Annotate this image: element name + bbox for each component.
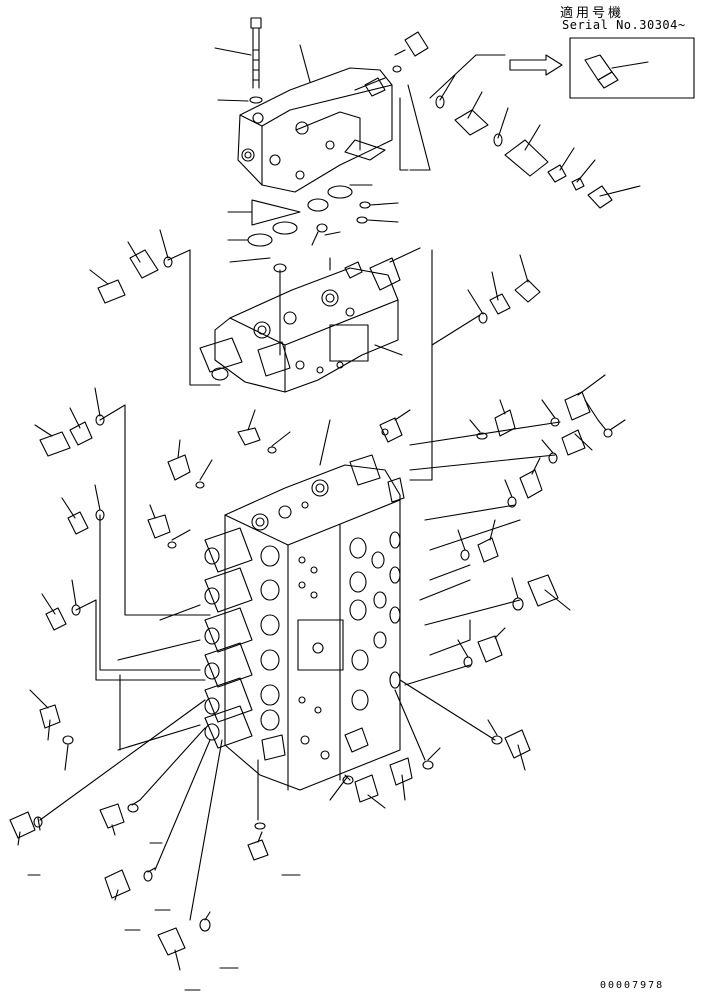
middle-valve-block xyxy=(199,247,421,393)
spool-caps xyxy=(204,527,280,749)
drawing-code: 00007978 xyxy=(600,980,665,991)
right-face-details xyxy=(261,454,405,761)
serial-inset xyxy=(429,37,695,99)
main-valve-block xyxy=(204,419,405,791)
arrow-right-icon xyxy=(509,54,563,76)
seals-upper xyxy=(227,184,399,273)
serial-number-label: Serial No.30304~ xyxy=(562,18,686,32)
leader-lines xyxy=(39,97,561,921)
long-bolt xyxy=(214,17,263,104)
lower-left-fittings xyxy=(9,689,301,991)
applicability-label: 適用号機 xyxy=(560,6,625,21)
inset-fitting xyxy=(584,54,649,89)
right-fittings xyxy=(147,254,626,809)
left-fittings-upper xyxy=(34,229,221,681)
top-fittings xyxy=(364,31,641,209)
top-valve-block xyxy=(237,44,393,193)
